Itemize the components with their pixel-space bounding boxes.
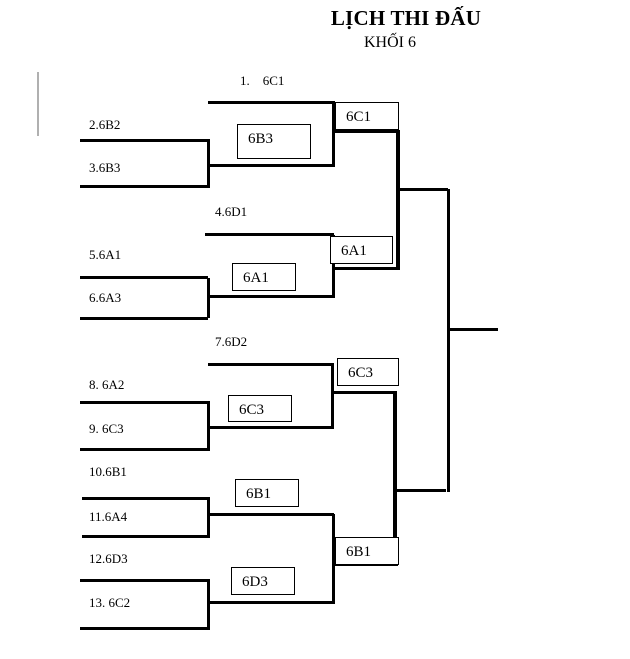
bracket-line [332, 391, 396, 394]
bracket-line [447, 189, 450, 492]
bracket-line [208, 601, 334, 604]
winner-box-6d3: 6D3 [231, 567, 295, 595]
entry-6: 6.6A3 [89, 290, 122, 305]
bracket-line [80, 317, 208, 320]
bracket-line [82, 535, 209, 538]
bracket-line [208, 363, 333, 366]
winner-box-6b1-r2: 6B1 [335, 537, 399, 565]
bracket-line [80, 627, 209, 630]
winner-box-6b1-r1: 6B1 [235, 479, 299, 507]
bracket-line [393, 391, 397, 538]
bracket-line [208, 426, 334, 429]
page-title: LỊCH THI ĐẤU [330, 6, 482, 30]
entry-3: 3.6B3 [89, 160, 121, 175]
text-cursor-bar [37, 72, 39, 136]
entry-2: 2.6B2 [89, 117, 121, 132]
entry-10: 10.6B1 [89, 464, 127, 479]
bracket-line [332, 235, 335, 298]
page-subtitle: KHỐI 6 [364, 34, 416, 51]
bracket-line [333, 130, 400, 133]
bracket-line [208, 164, 335, 167]
winner-box-6c3-r2: 6C3 [337, 358, 399, 386]
bracket-line [80, 401, 209, 404]
bracket-line [80, 139, 209, 142]
bracket-line [80, 276, 208, 279]
entry-13: 13. 6C2 [89, 595, 131, 610]
bracket-line [208, 101, 335, 104]
bracket-line [398, 188, 448, 191]
bracket-line [332, 514, 335, 604]
bracket-line [396, 489, 446, 492]
winner-box-6a1-r2: 6A1 [330, 236, 393, 264]
bracket-line [80, 185, 209, 188]
bracket-line [331, 363, 334, 429]
bracket-line [207, 278, 210, 318]
bracket-line [208, 295, 334, 298]
bracket-line [207, 139, 210, 188]
bracket-line [332, 101, 335, 167]
entry-7: 7.6D2 [215, 334, 248, 349]
bracket-line [80, 579, 209, 582]
winner-box-6a1-r1: 6A1 [232, 263, 296, 291]
bracket-line [448, 328, 498, 331]
entry-4: 4.6D1 [215, 204, 248, 219]
winner-box-6c1: 6C1 [335, 102, 399, 130]
bracket-line [80, 448, 209, 451]
entry-1: 1. 6C1 [240, 73, 285, 88]
bracket-line [207, 579, 210, 630]
entry-5: 5.6A1 [89, 247, 122, 262]
bracket-line [396, 130, 400, 270]
bracket-line [207, 497, 210, 538]
entry-9: 9. 6C3 [89, 421, 124, 436]
entry-11: 11.6A4 [89, 509, 128, 524]
bracket-line [82, 497, 209, 500]
winner-box-6c3-r1: 6C3 [228, 395, 292, 422]
bracket-line [208, 513, 334, 516]
entry-12: 12.6D3 [89, 551, 128, 566]
bracket-line [333, 267, 400, 270]
bracket-line [205, 233, 334, 236]
winner-box-6b3: 6B3 [237, 124, 311, 159]
entry-8: 8. 6A2 [89, 377, 125, 392]
